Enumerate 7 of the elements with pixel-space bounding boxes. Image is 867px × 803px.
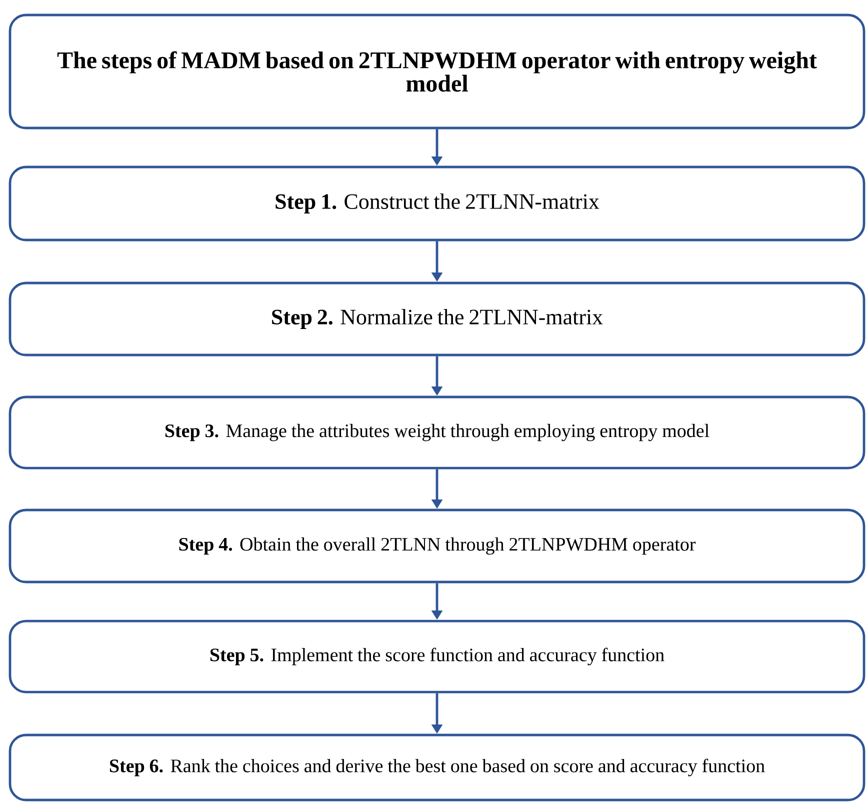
title-box: The steps of MADM based on 2TLNPWDHM operator with entropy weight model [8, 14, 866, 130]
step-box: Step 6. Rank the choices and derive the best one based on score and accuracy function [8, 734, 866, 802]
step-box: Step 3. Manage the attributes weight through employing entropy model [8, 396, 866, 470]
step-box: Step 5. Implement the score function and accuracy function [8, 620, 866, 694]
step-box: Step 2. Normalize the 2TLNN-matrix [8, 282, 866, 356]
step-box: Step 1. Construct the 2TLNN-matrix [8, 166, 866, 242]
step-box: Step 4. Obtain the overall 2TLNN through 2TLNPWDHM operator [8, 508, 866, 584]
